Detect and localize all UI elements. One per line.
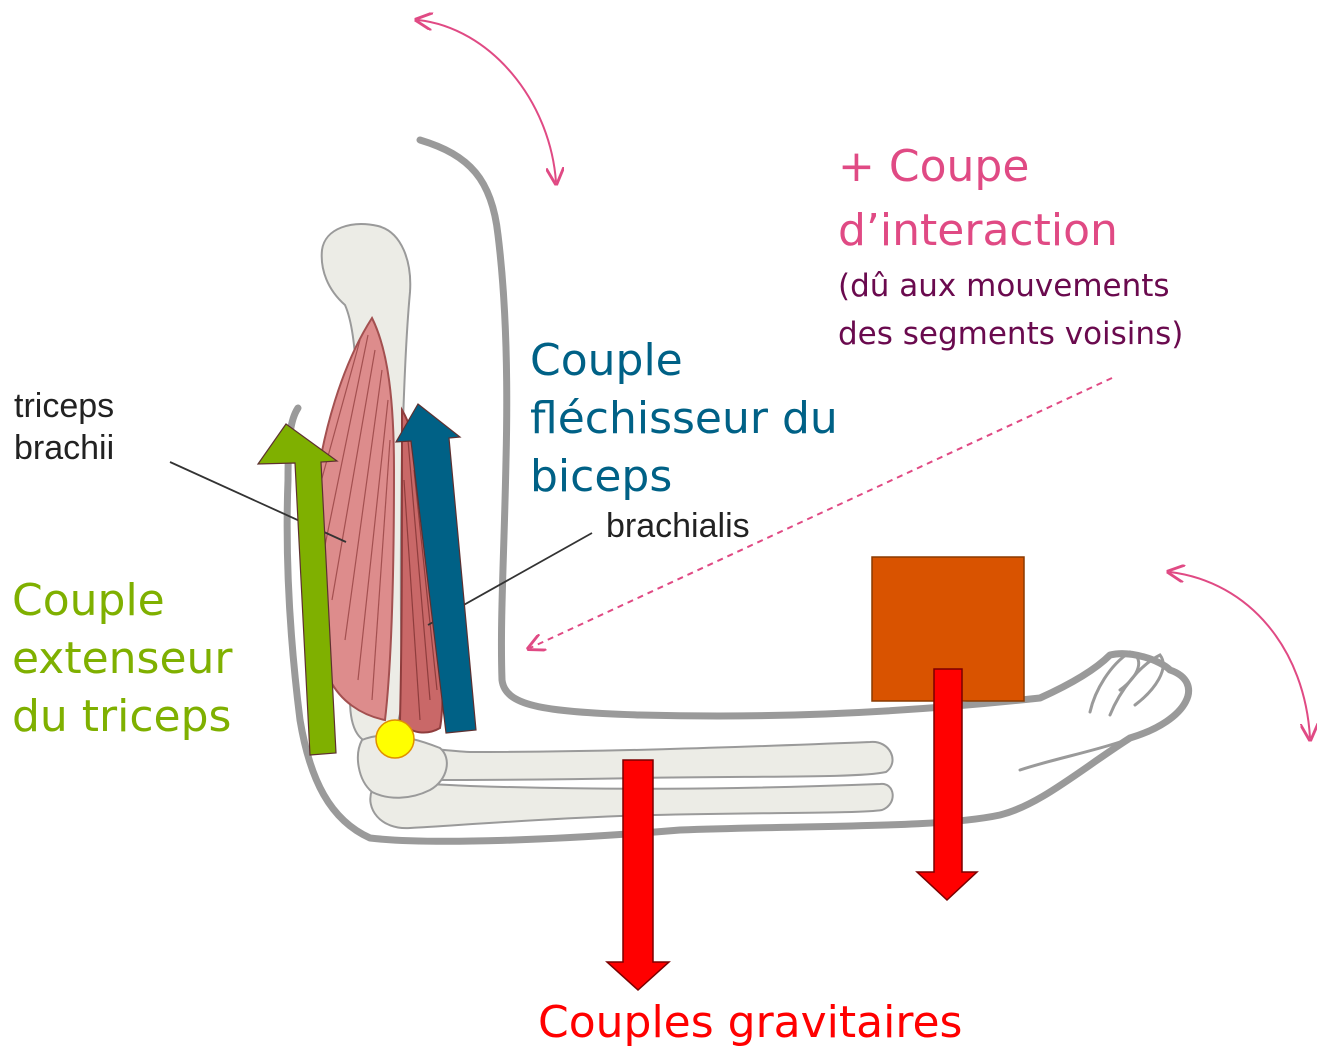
triceps-couple-line-2: extenseur	[12, 630, 233, 688]
wrist-motion-arc	[1170, 572, 1310, 738]
shoulder-motion-arc	[418, 20, 556, 182]
gravity-label: Couples gravitaires	[538, 994, 962, 1052]
biceps-couple-label: Couple fléchisseur du biceps	[530, 332, 838, 506]
biceps-couple-line-2: fléchisseur du	[530, 390, 838, 448]
interaction-label: + Coupe d’interaction	[838, 135, 1118, 263]
interaction-note: (dû aux mouvements des segments voisins)	[838, 262, 1183, 358]
triceps-brachii-label: triceps brachii	[14, 385, 114, 469]
brachialis-label: brachialis	[606, 505, 750, 547]
interaction-note-line-2: des segments voisins)	[838, 310, 1183, 358]
interaction-note-line-1: (dû aux mouvements	[838, 262, 1183, 310]
elbow-joint-marker	[376, 720, 414, 758]
triceps-brachii-line-2: brachii	[14, 427, 114, 469]
biceps-couple-line-1: Couple	[530, 332, 838, 390]
triceps-couple-line-3: du triceps	[12, 688, 233, 746]
triceps-couple-label: Couple extenseur du triceps	[12, 572, 233, 746]
triceps-couple-line-1: Couple	[12, 572, 233, 630]
interaction-line-1: + Coupe	[838, 135, 1118, 199]
triceps-brachii-line-1: triceps	[14, 385, 114, 427]
interaction-line-2: d’interaction	[838, 199, 1118, 263]
biceps-couple-line-3: biceps	[530, 448, 838, 506]
